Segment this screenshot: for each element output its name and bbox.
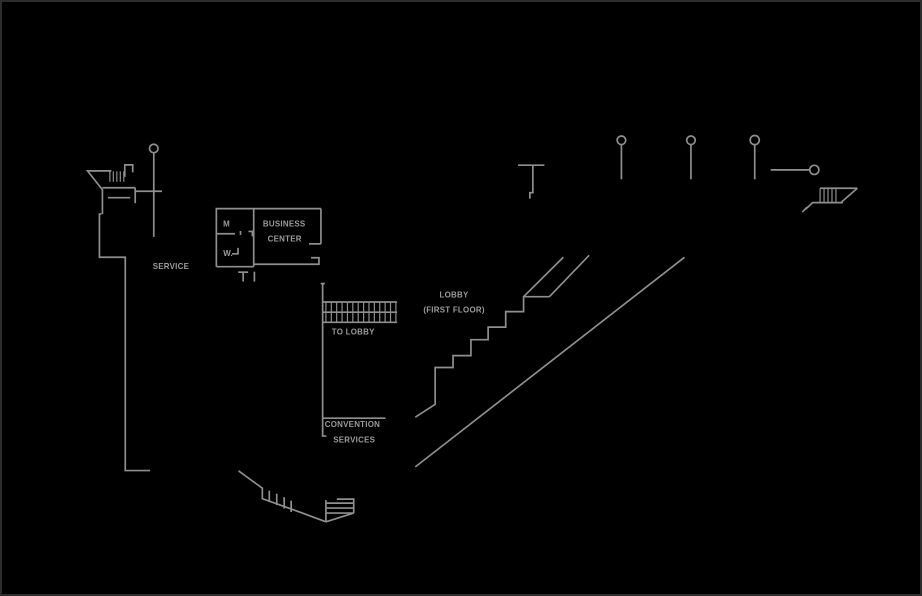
- column-marker-2: [685, 135, 697, 146]
- escalator-tl-outline: [85, 170, 112, 215]
- escalator-tr-hypotenuse: [840, 187, 858, 203]
- convention-label-line2: SERVICES: [333, 436, 375, 445]
- escalator-rail-a: [522, 256, 564, 298]
- atrium-edge-diagonal: [414, 256, 686, 468]
- escalator-bottom-hypotenuse: [325, 512, 354, 523]
- wall-t-stem: [528, 165, 534, 199]
- escalator-bottom-notch: [336, 498, 355, 514]
- womens-room-label: W.: [223, 249, 233, 258]
- service-label: SERVICE: [153, 262, 189, 271]
- lobby-label-line1: LOBBY: [440, 291, 469, 300]
- bc-door-jamb-bottom: [253, 256, 320, 266]
- column-marker-left: [148, 143, 159, 154]
- convention-label-line1: CONVENTION: [325, 420, 380, 429]
- column-marker-4: [808, 164, 820, 176]
- lobby-label-line2: (FIRST FLOOR): [423, 305, 485, 314]
- to-lobby-label: TO LOBBY: [332, 327, 375, 336]
- service-corridor-wall: [98, 213, 151, 472]
- m-door-bracket: [248, 230, 254, 237]
- escalator-tr-tick: [801, 206, 808, 213]
- column-marker-1: [616, 135, 627, 146]
- column-marker-3: [749, 134, 761, 146]
- business-center-label-line1: BUSINESS: [263, 219, 306, 228]
- escalator-tl-notch: [123, 164, 134, 177]
- w-partition: [232, 247, 239, 255]
- restroom-outer-wall: [215, 207, 321, 267]
- escalator-rail-b: [548, 254, 590, 298]
- grand-stair-steps: [414, 295, 550, 418]
- stair-wall: [321, 283, 327, 437]
- business-center-label-line2: CENTER: [268, 234, 302, 243]
- mens-room-label: M: [223, 219, 230, 228]
- lower-stair-zigzag: [238, 470, 327, 523]
- escalator-tr-base: [805, 201, 843, 210]
